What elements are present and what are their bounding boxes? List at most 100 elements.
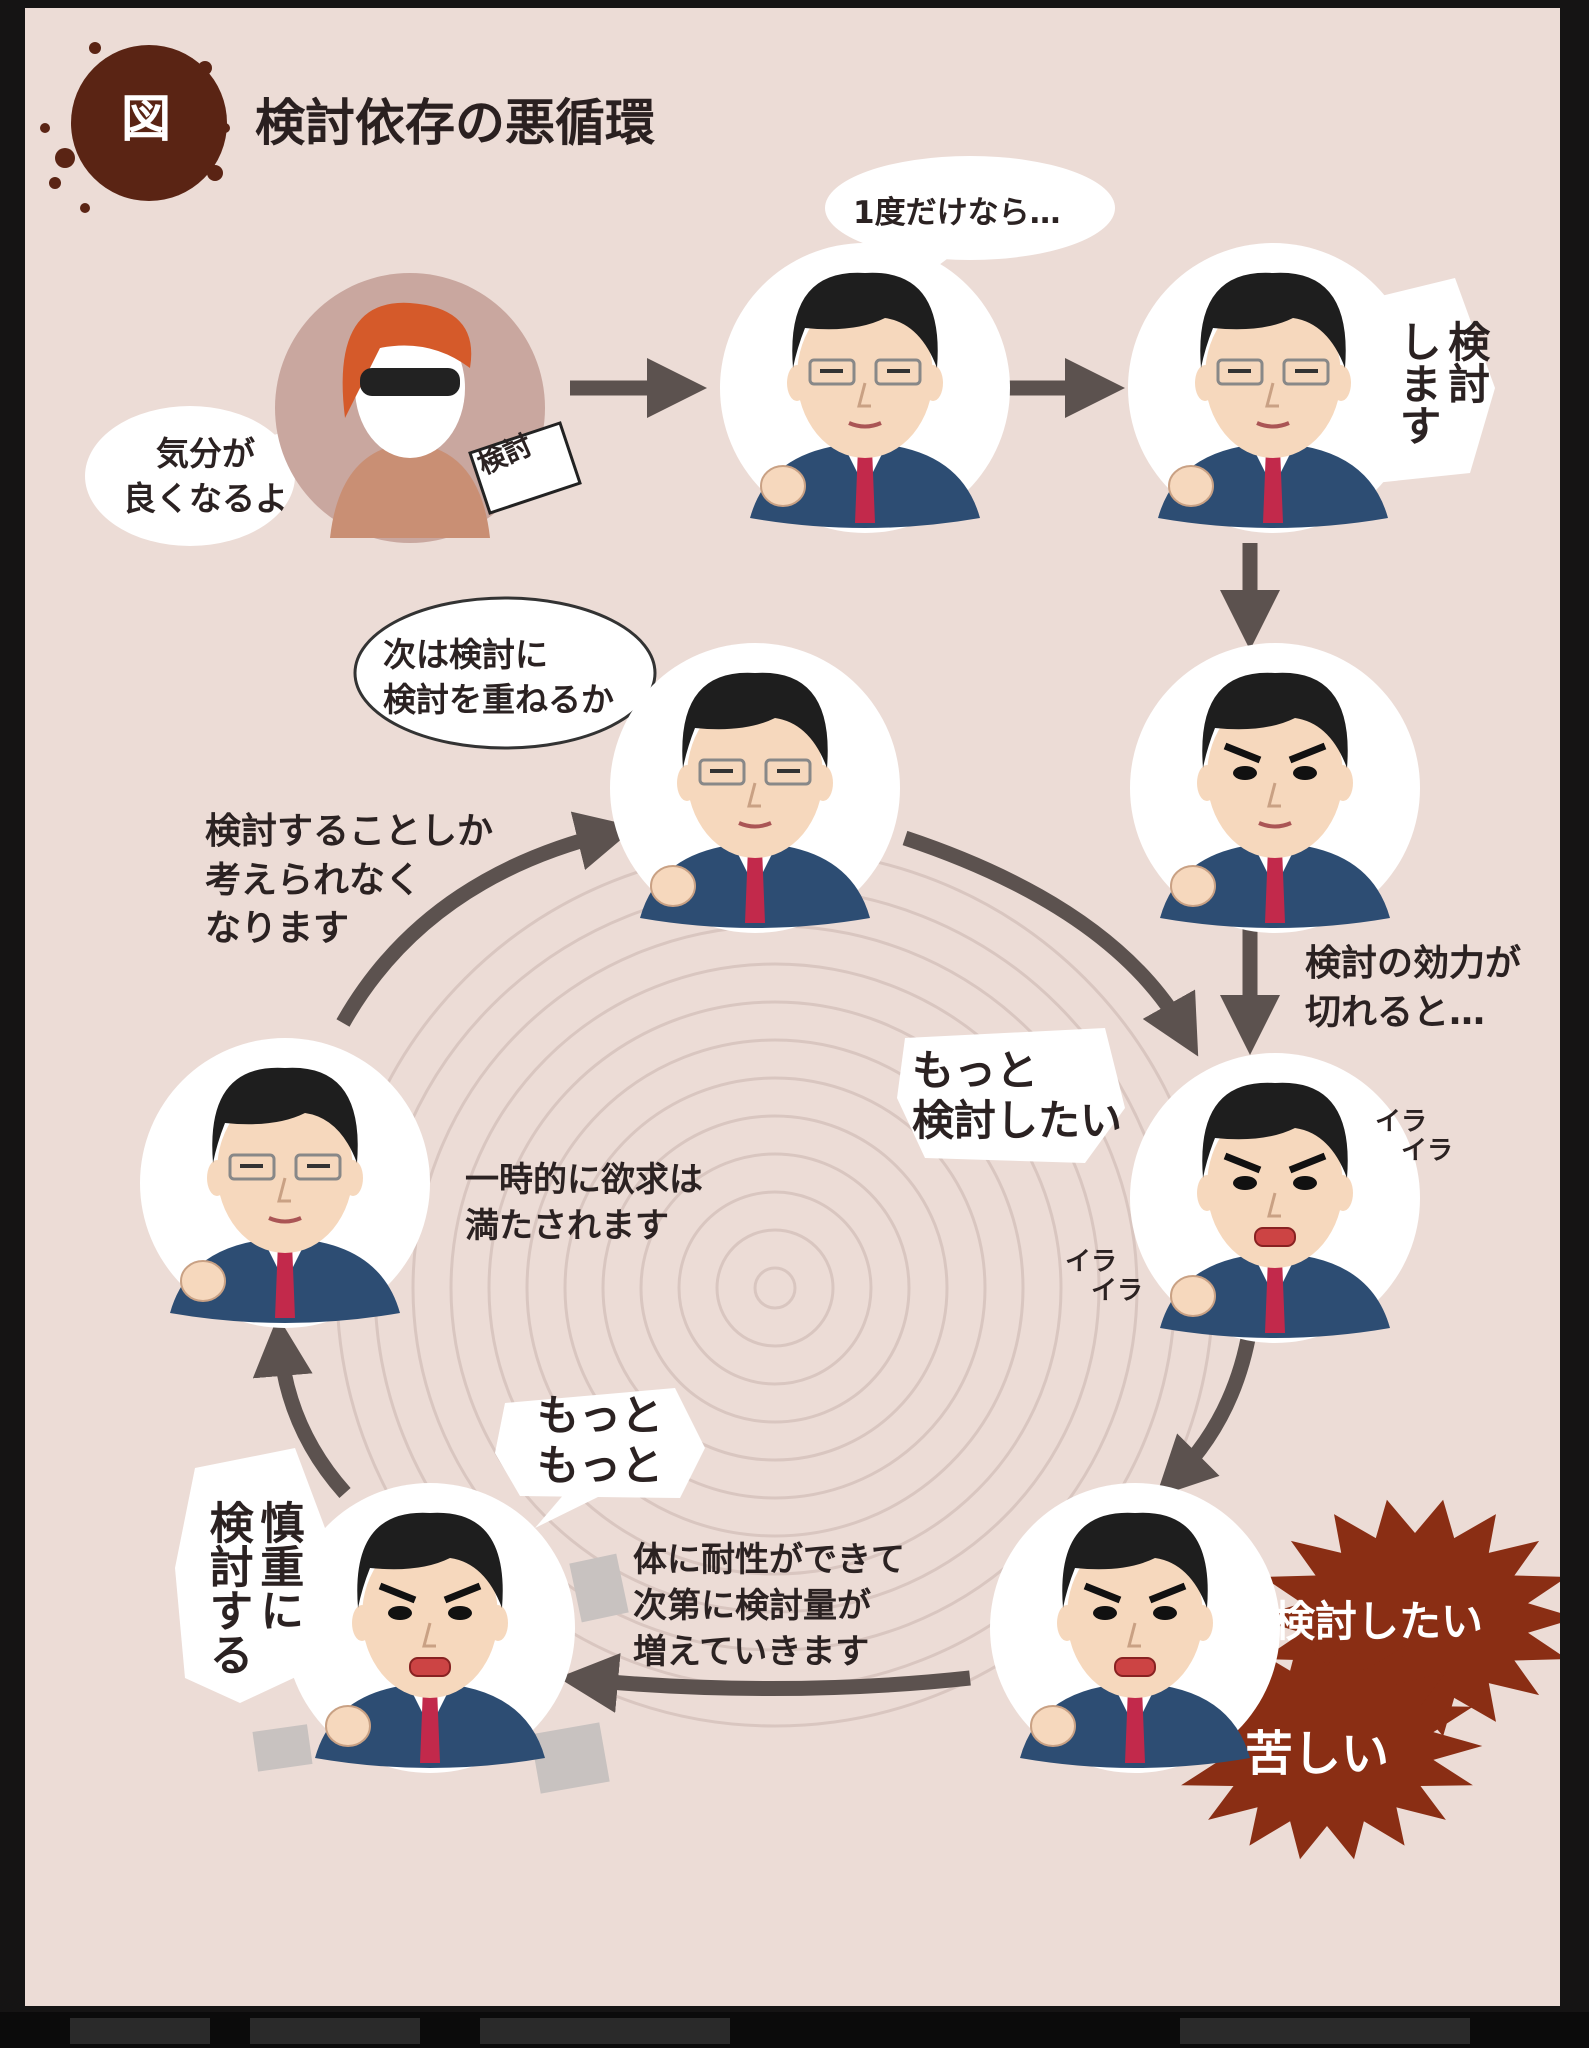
pill-bag bbox=[252, 1724, 313, 1772]
character-angry bbox=[1130, 643, 1420, 933]
fist bbox=[325, 1705, 371, 1747]
ear bbox=[1197, 765, 1217, 801]
mouth bbox=[738, 821, 772, 829]
ear bbox=[923, 365, 943, 401]
splatter-dot bbox=[40, 123, 50, 133]
ring bbox=[715, 1228, 835, 1348]
tie bbox=[420, 1688, 440, 1763]
hair bbox=[1202, 1082, 1348, 1178]
ear bbox=[1193, 1605, 1213, 1641]
head bbox=[797, 294, 933, 458]
head bbox=[1207, 1104, 1343, 1268]
bubble-once-only: 1度だけなら… bbox=[853, 195, 1061, 231]
splatter-dot bbox=[198, 61, 212, 75]
glasses bbox=[294, 1153, 342, 1181]
head bbox=[687, 694, 823, 858]
caption-satisfied: 一時的に欲求は 満たされます bbox=[465, 1160, 703, 1246]
ear bbox=[1195, 365, 1215, 401]
arrow-suffering-to-careful bbox=[558, 1653, 971, 1713]
nose bbox=[1265, 382, 1279, 408]
bubble-will-consider: 検討 します bbox=[1393, 320, 1491, 446]
tie bbox=[1125, 1688, 1145, 1763]
mouth bbox=[1256, 421, 1290, 429]
label-ira-upper: イラ イラ bbox=[1375, 1107, 1454, 1166]
head bbox=[1067, 1534, 1203, 1698]
splatter-dot bbox=[80, 203, 90, 213]
dealer-character bbox=[275, 273, 582, 543]
nose bbox=[277, 1177, 291, 1203]
bubble-more-more: もっと もっと bbox=[537, 1391, 664, 1491]
ring bbox=[525, 1038, 1025, 1538]
ear bbox=[1057, 1605, 1077, 1641]
hair bbox=[1202, 672, 1348, 768]
brow bbox=[1288, 1152, 1327, 1174]
tie bbox=[1265, 1258, 1285, 1333]
eye bbox=[388, 1606, 412, 1620]
arrow-irritated-to-suffering bbox=[1155, 1326, 1258, 1498]
eye bbox=[1153, 1606, 1177, 1620]
tie bbox=[745, 848, 765, 923]
mouth bbox=[848, 421, 882, 429]
fist bbox=[1170, 865, 1216, 907]
ear bbox=[787, 365, 807, 401]
bubble-next-consider: 次は検討に 検討を重ねるか bbox=[383, 635, 614, 719]
hair bbox=[357, 1512, 503, 1608]
nose bbox=[857, 382, 871, 408]
fist bbox=[1170, 1275, 1216, 1317]
ear bbox=[352, 1605, 372, 1641]
eye bbox=[1293, 766, 1317, 780]
bubble-more-consider: もっと 検討したい bbox=[912, 1046, 1123, 1146]
label-ira-lower: イラ イラ bbox=[1065, 1247, 1144, 1306]
character-once-only bbox=[720, 243, 1010, 533]
bubble-feel-good: 気分が 良くなるよ bbox=[123, 434, 288, 518]
caption-tolerance: 体に耐性ができて 次第に検討量が 増えていきます bbox=[633, 1540, 905, 1672]
bubble-more-more-shape bbox=[495, 1388, 705, 1498]
brow bbox=[1223, 1152, 1262, 1174]
bubble-more-consider-shape bbox=[897, 1028, 1125, 1163]
diagram-panel: 図 検討依存の悪循環 気分が 良くなるよ 1度だけなら… 検討 します 次は検討… bbox=[25, 8, 1560, 2006]
bubble-tail bbox=[535, 1493, 600, 1528]
pill-bag-label bbox=[468, 421, 582, 515]
head bbox=[1205, 294, 1341, 458]
ear bbox=[677, 765, 697, 801]
head bbox=[217, 1089, 353, 1253]
splatter-dot bbox=[207, 165, 223, 181]
ear bbox=[207, 1160, 227, 1196]
nose bbox=[1267, 1192, 1281, 1218]
brow bbox=[443, 1582, 482, 1604]
hair bbox=[1200, 272, 1346, 368]
eye bbox=[448, 1606, 472, 1620]
bubble-carefully: 慎重に 検討する bbox=[201, 1500, 304, 1676]
fist bbox=[180, 1260, 226, 1302]
title-badge: 図 bbox=[121, 90, 171, 148]
character-suffering bbox=[990, 1483, 1280, 1773]
nose bbox=[1267, 782, 1281, 808]
brow bbox=[1223, 742, 1262, 764]
brow bbox=[1148, 1582, 1187, 1604]
ear bbox=[1331, 365, 1351, 401]
character-irritated bbox=[1130, 1053, 1420, 1343]
fist bbox=[760, 465, 806, 507]
brow bbox=[378, 1582, 417, 1604]
nose bbox=[422, 1622, 436, 1648]
sunglasses bbox=[360, 368, 460, 396]
page-title: 検討依存の悪循環 bbox=[255, 94, 655, 152]
glasses bbox=[874, 358, 922, 386]
ring bbox=[753, 1266, 797, 1310]
arrow-careful-to-satisfied bbox=[252, 1316, 351, 1498]
eye bbox=[1293, 1176, 1317, 1190]
ring bbox=[601, 1114, 949, 1462]
eye bbox=[1233, 766, 1257, 780]
character-satisfied bbox=[140, 1038, 430, 1328]
dealer-hair bbox=[342, 302, 472, 418]
caption-effect-wears-off: 検討の効力が 切れると… bbox=[1305, 943, 1522, 1033]
burst-want-label: 検討したい bbox=[1273, 1597, 1484, 1646]
splatter-dot bbox=[55, 148, 75, 168]
ear bbox=[813, 765, 833, 801]
hair bbox=[1062, 1512, 1208, 1608]
mouth bbox=[409, 1657, 451, 1677]
tie bbox=[275, 1243, 295, 1318]
ear bbox=[1197, 1175, 1217, 1211]
character-careful bbox=[285, 1483, 575, 1773]
mouth bbox=[1258, 821, 1292, 829]
